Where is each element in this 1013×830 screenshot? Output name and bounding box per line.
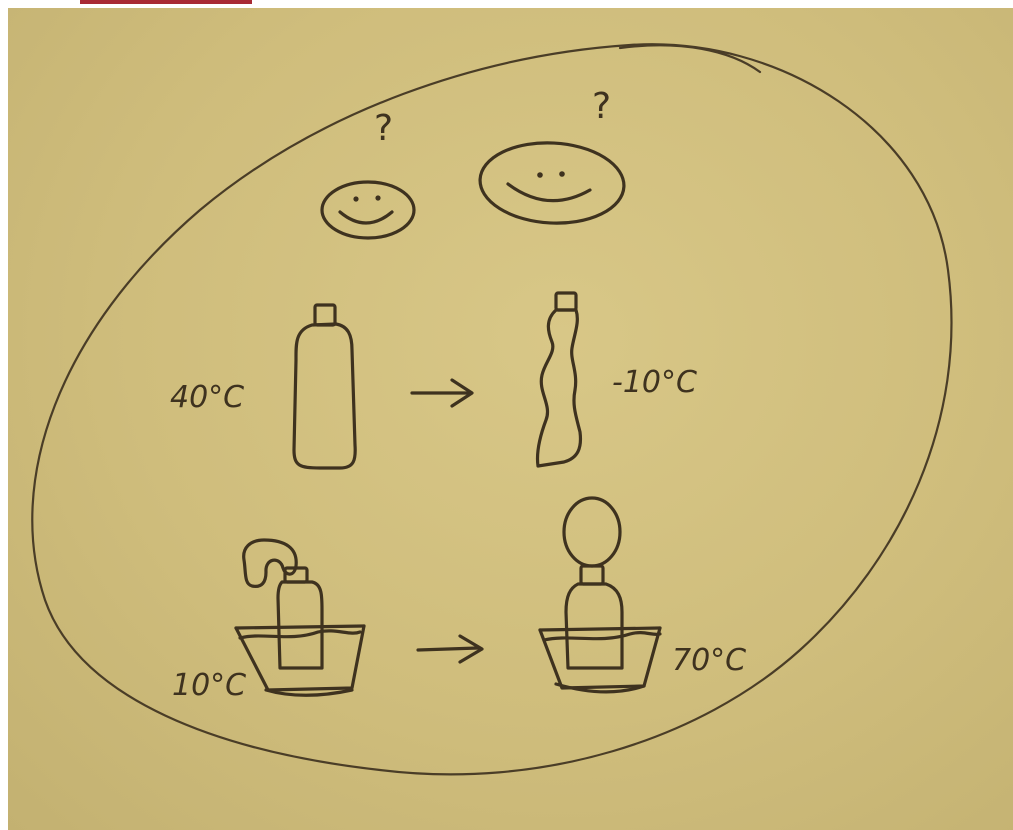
crushed-bottle-icon: [537, 293, 580, 466]
bottle-in-cold-bath-icon: [236, 540, 364, 695]
temp-hot-water-label: 70°C: [672, 643, 746, 678]
small-smiley-icon: [322, 182, 414, 238]
bottle-in-hot-bath-icon: [540, 498, 660, 692]
arrow-bottom-icon: [418, 636, 482, 662]
question-mark-right: ?: [592, 86, 611, 127]
large-smiley-icon: [478, 139, 626, 226]
temp-cold-bottle-label: -10°C: [612, 365, 697, 400]
upright-bottle-icon: [294, 305, 355, 468]
temp-hot-bottle-label: 40°C: [170, 380, 244, 415]
oval-tail: [620, 45, 760, 72]
question-mark-left: ?: [374, 108, 393, 149]
temp-cold-water-label: 10°C: [172, 668, 246, 703]
arrow-middle-icon: [412, 380, 472, 406]
